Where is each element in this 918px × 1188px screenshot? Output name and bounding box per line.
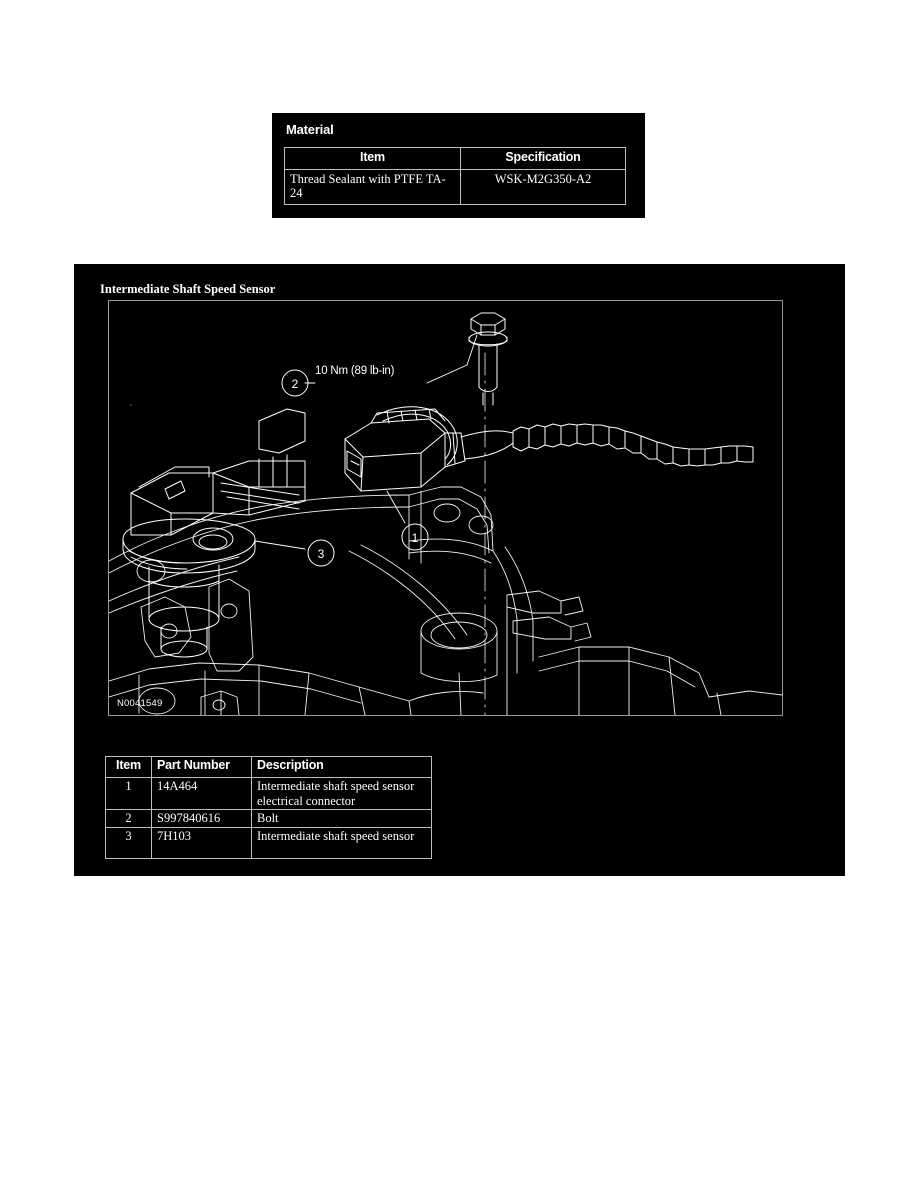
parts-table: Item Part Number Description 1 14A464 In…: [105, 756, 432, 859]
intermediate-shaft-speed-sensor-illustration: 2 1 3: [109, 312, 782, 715]
figure-title: Intermediate Shaft Speed Sensor: [100, 282, 276, 296]
parts-cell-description: Intermediate shaft speed sensor: [251, 827, 432, 859]
torque-specification-label: 10 Nm (89 lb-in): [315, 365, 395, 377]
callout-number-3: 3: [318, 547, 325, 561]
material-table: Item Specification Thread Sealant with P…: [284, 147, 626, 205]
material-col-item: Item: [284, 147, 461, 170]
parts-table-header-row: Item Part Number Description: [105, 756, 432, 778]
figure-panel: Intermediate Shaft Speed Sensor: [74, 264, 845, 876]
parts-col-item: Item: [105, 756, 152, 778]
material-panel: Material Item Specification Thread Seala…: [272, 113, 645, 218]
table-row: 3 7H103 Intermediate shaft speed sensor: [105, 827, 432, 859]
parts-cell-part-number: S997840616: [151, 809, 252, 828]
parts-cell-description: Bolt: [251, 809, 432, 828]
material-heading: Material: [286, 122, 334, 137]
callout-number-1: 1: [412, 531, 419, 545]
table-row: 2 S997840616 Bolt: [105, 809, 432, 828]
parts-cell-description: Intermediate shaft speed sensor electric…: [251, 777, 432, 810]
parts-cell-item: 2: [105, 809, 152, 828]
material-cell-specification: WSK-M2G350-A2: [460, 169, 626, 205]
callout-number-2: 2: [292, 377, 299, 391]
figure-image-frame: 2 1 3 10 Nm (89 lb-in) N0041549: [108, 300, 783, 716]
parts-cell-part-number: 14A464: [151, 777, 252, 810]
material-cell-item: Thread Sealant with PTFE TA-24: [284, 169, 461, 205]
table-row: 1 14A464 Intermediate shaft speed sensor…: [105, 777, 432, 810]
parts-cell-item: 1: [105, 777, 152, 810]
material-table-header-row: Item Specification: [284, 147, 626, 170]
parts-cell-item: 3: [105, 827, 152, 859]
table-row: Thread Sealant with PTFE TA-24 WSK-M2G35…: [284, 169, 626, 205]
parts-col-part-number: Part Number: [151, 756, 252, 778]
parts-cell-part-number: 7H103: [151, 827, 252, 859]
figure-image-id: N0041549: [117, 698, 163, 709]
material-col-specification: Specification: [460, 147, 626, 170]
parts-col-description: Description: [251, 756, 432, 778]
